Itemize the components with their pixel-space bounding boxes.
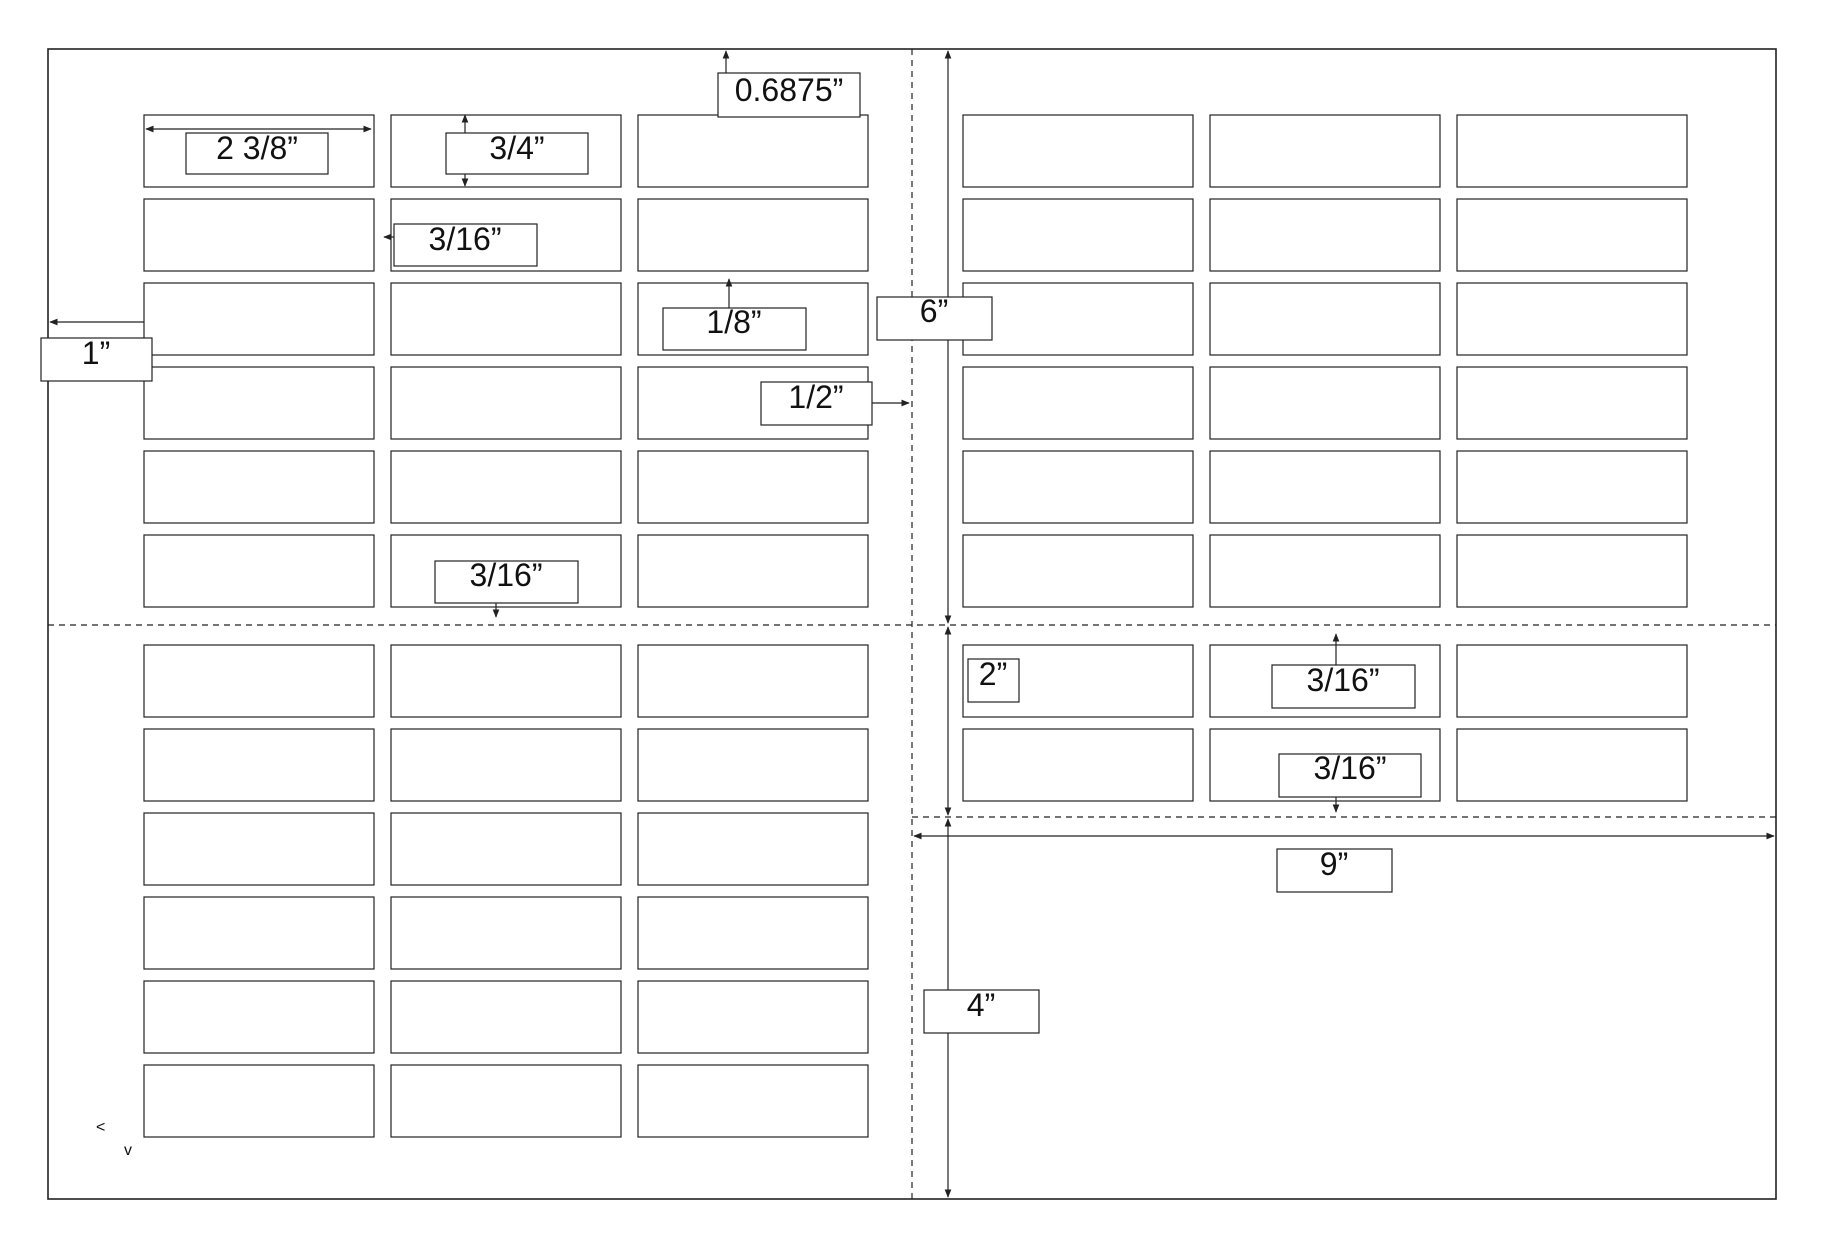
- svg-text:9”: 9”: [1320, 846, 1348, 882]
- label-cell: [637, 198, 869, 272]
- label-cell: [637, 534, 869, 608]
- svg-text:3/16”: 3/16”: [470, 557, 543, 593]
- bottom-gap-label: 3/16”: [434, 557, 579, 604]
- label-cell: [143, 114, 375, 188]
- label-cell: [637, 896, 869, 970]
- label-cell: [143, 728, 375, 802]
- label-cell: [1456, 366, 1688, 440]
- svg-text:0.6875”: 0.6875”: [735, 72, 844, 108]
- label-cell: [962, 366, 1194, 440]
- label-cell: [390, 644, 622, 718]
- right-gap-top-label: 3/16”: [1271, 662, 1416, 709]
- svg-text:2 3/8”: 2 3/8”: [216, 130, 298, 166]
- label-cell: [1456, 728, 1688, 802]
- label-cell: [143, 896, 375, 970]
- label-cell: [390, 366, 622, 440]
- svg-text:3/16”: 3/16”: [1307, 662, 1380, 698]
- svg-text:3/4”: 3/4”: [489, 130, 544, 166]
- stub-width-label: 9”: [1276, 846, 1393, 893]
- label-cell: [1456, 114, 1688, 188]
- right-gap-bottom-label: 3/16”: [1278, 750, 1422, 798]
- section-height-label: 6”: [876, 293, 993, 341]
- label-cell: [143, 644, 375, 718]
- label-cell: [962, 282, 1194, 356]
- label-cell: [1209, 644, 1441, 718]
- label-cell: [637, 812, 869, 886]
- label-cell: [390, 1064, 622, 1138]
- svg-text:4”: 4”: [967, 987, 995, 1023]
- vertical-gap-label: 1/8”: [662, 304, 807, 351]
- label-cell: [390, 282, 622, 356]
- label-grid-bottom-left: [143, 644, 869, 1138]
- label-cell: [1456, 534, 1688, 608]
- label-cell: [962, 450, 1194, 524]
- label-cell: [637, 282, 869, 356]
- label-cell: [637, 450, 869, 524]
- label-cell: [390, 114, 622, 188]
- label-width-label: 2 3/8”: [185, 130, 329, 175]
- label-cell: [1456, 198, 1688, 272]
- svg-text:3/16”: 3/16”: [1314, 750, 1387, 786]
- label-cell: [390, 896, 622, 970]
- label-cell: [390, 980, 622, 1054]
- label-cell: [637, 644, 869, 718]
- label-cell: [637, 1064, 869, 1138]
- dimension-labels: 0.6875” 2 3/8” 3/4” 3/16” 1/8” 1” 6” 1/: [40, 72, 1422, 1034]
- label-cell: [962, 728, 1194, 802]
- svg-text:6”: 6”: [920, 293, 948, 329]
- label-cell: [390, 534, 622, 608]
- svg-text:1/8”: 1/8”: [706, 304, 761, 340]
- label-grid-top-left: [143, 114, 869, 608]
- label-cell: [962, 114, 1194, 188]
- label-cell: [143, 198, 375, 272]
- label-cell: [1209, 366, 1441, 440]
- label-cell: [1209, 534, 1441, 608]
- label-cell: [1456, 450, 1688, 524]
- label-cell: [637, 728, 869, 802]
- label-cell: [1209, 728, 1441, 802]
- label-cell: [143, 1064, 375, 1138]
- label-height-label: 3/4”: [445, 130, 589, 175]
- label-cell: [390, 450, 622, 524]
- svg-text:2”: 2”: [979, 656, 1007, 692]
- label-cell: [637, 980, 869, 1054]
- label-cell: [143, 812, 375, 886]
- label-cell: [962, 644, 1194, 718]
- label-cell: [962, 198, 1194, 272]
- svg-text:1/2”: 1/2”: [788, 379, 843, 415]
- label-cell: [390, 728, 622, 802]
- label-cell: [143, 450, 375, 524]
- stub-height-label: 4”: [923, 987, 1040, 1034]
- label-cell: [1209, 198, 1441, 272]
- horizontal-gap-label: 3/16”: [393, 221, 538, 267]
- label-cell: [1456, 644, 1688, 718]
- label-cell: [1456, 282, 1688, 356]
- label-cell: [637, 114, 869, 188]
- corner-mark-down: v: [124, 1142, 132, 1159]
- svg-text:3/16”: 3/16”: [429, 221, 502, 257]
- svg-text:1”: 1”: [82, 335, 110, 371]
- label-grid-bottom-right: [962, 644, 1688, 802]
- left-margin-label: 1”: [40, 335, 153, 382]
- corner-mark-left: <: [96, 1119, 105, 1136]
- label-cell: [962, 534, 1194, 608]
- label-cell: [390, 812, 622, 886]
- label-grid-top-right: [962, 114, 1688, 608]
- center-gap-label: 1/2”: [760, 379, 873, 426]
- right-row-height-label: 2”: [967, 656, 1020, 703]
- label-cell: [143, 366, 375, 440]
- label-cell: [143, 282, 375, 356]
- label-cell: [1209, 114, 1441, 188]
- label-cell: [143, 534, 375, 608]
- label-cell: [1209, 450, 1441, 524]
- label-cell: [1209, 282, 1441, 356]
- label-cell: [143, 980, 375, 1054]
- top-margin-label: 0.6875”: [717, 72, 861, 118]
